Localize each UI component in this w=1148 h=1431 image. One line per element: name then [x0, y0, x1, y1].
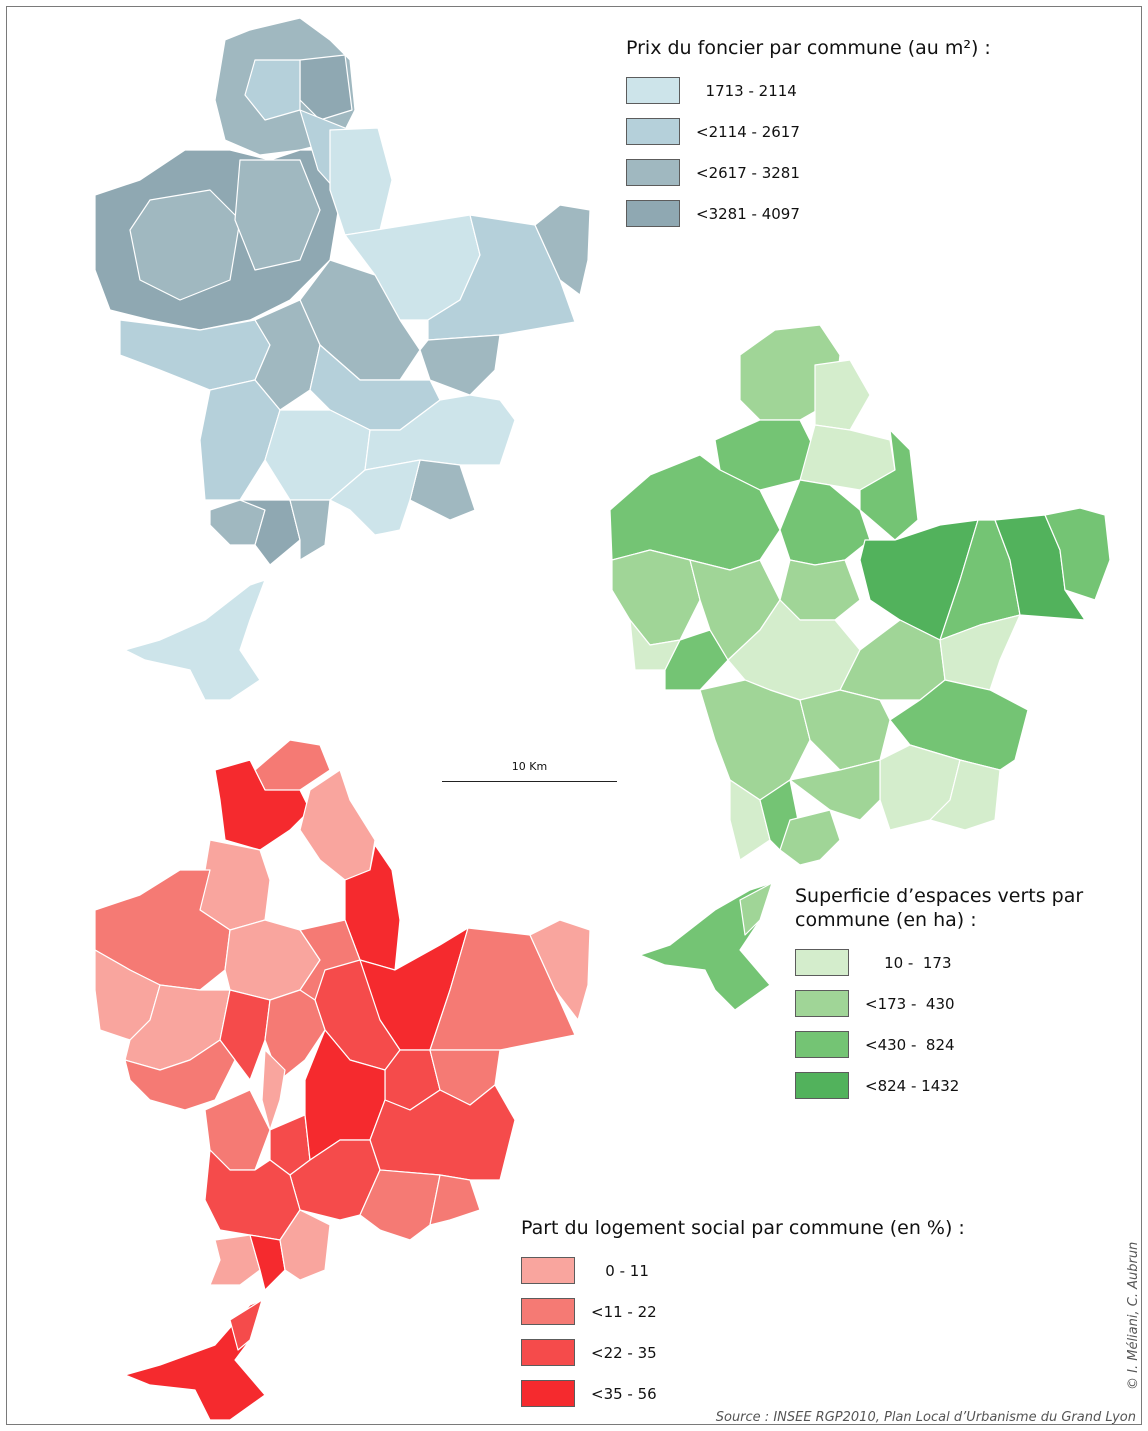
- scale-line: [442, 781, 617, 782]
- green-space-legend-title-line-2: commune (en ha) :: [795, 909, 977, 931]
- legend-class-3: <2617 - 3281: [626, 152, 991, 193]
- legend-range: <824 - 1432: [865, 1076, 960, 1095]
- commune-area: [279, 1209, 331, 1281]
- social-housing-legend-title: Part du logement social par commune (en …: [521, 1217, 965, 1239]
- legend-class-1: 10 - 173: [795, 942, 1083, 983]
- commune-area: [249, 1234, 286, 1291]
- commune-area: [124, 579, 266, 701]
- commune-area: [299, 769, 376, 881]
- legend-range: 10 - 173: [865, 953, 952, 972]
- commune-area: [889, 679, 1029, 771]
- legend-swatch: [795, 1031, 849, 1058]
- green-space-legend-title-line-1: Superficie d’espaces verts par: [795, 885, 1084, 907]
- commune-area: [244, 59, 301, 121]
- legend-class-4: <3281 - 4097: [626, 193, 991, 234]
- commune-area: [264, 989, 326, 1081]
- commune-area: [611, 549, 701, 646]
- commune-area: [699, 679, 811, 801]
- legend-swatch: [626, 159, 680, 186]
- commune-area: [859, 429, 919, 541]
- commune-area: [124, 1039, 236, 1111]
- legend-swatch: [626, 77, 680, 104]
- commune-area: [779, 479, 871, 566]
- commune-area: [329, 459, 421, 536]
- commune-area: [534, 204, 591, 296]
- commune-area: [119, 319, 271, 391]
- social-housing-legend: Part du logement social par commune (en …: [521, 1216, 965, 1414]
- commune-area: [739, 882, 773, 936]
- commune-area: [214, 759, 311, 851]
- legend-range: <3281 - 4097: [696, 204, 800, 223]
- commune-area: [329, 127, 393, 236]
- commune-area: [929, 759, 1001, 831]
- green-space-legend-title: Superficie d’espaces verts par commune (…: [795, 884, 1083, 932]
- map-frame: [6, 6, 1142, 1425]
- legend-class-2: <11 - 22: [521, 1291, 965, 1332]
- legend-range: <11 - 22: [591, 1302, 657, 1321]
- commune-area: [409, 459, 476, 521]
- legend-swatch: [521, 1339, 575, 1366]
- scale-label: 10 Km: [511, 760, 548, 773]
- commune-area: [429, 1174, 481, 1226]
- commune-area: [234, 159, 321, 271]
- legend-class-4: <35 - 56: [521, 1373, 965, 1414]
- legend-class-3: <430 - 824: [795, 1024, 1083, 1065]
- land-price-legend-title: Prix du foncier par commune (au m²) :: [626, 37, 991, 59]
- commune-area: [289, 499, 331, 561]
- commune-area: [254, 299, 321, 411]
- legend-class-1: 1713 - 2114: [626, 70, 991, 111]
- commune-area: [199, 379, 281, 501]
- land-price-legend: Prix du foncier par commune (au m²) : 17…: [626, 36, 991, 234]
- commune-area: [1044, 507, 1111, 601]
- source-note: Source : INSEE RGP2010, Plan Local d’Urb…: [715, 1410, 1136, 1425]
- green-space-legend: Superficie d’espaces verts par commune (…: [795, 884, 1083, 1106]
- commune-area: [814, 359, 871, 431]
- commune-area: [799, 689, 891, 771]
- legend-range: <35 - 56: [591, 1384, 657, 1403]
- legend-range: 0 - 11: [591, 1261, 649, 1280]
- legend-swatch: [795, 990, 849, 1017]
- commune-area: [779, 559, 861, 621]
- social-housing-map: [94, 739, 591, 1421]
- legend-range: <2114 - 2617: [696, 122, 800, 141]
- legend-class-4: <824 - 1432: [795, 1065, 1083, 1106]
- commune-area: [779, 809, 841, 866]
- legend-range: <430 - 824: [865, 1035, 955, 1054]
- commune-area: [789, 759, 881, 821]
- legend-range: <22 - 35: [591, 1343, 657, 1362]
- commune-area: [129, 189, 241, 301]
- commune-area: [261, 1049, 286, 1131]
- commune-area: [529, 919, 591, 1021]
- legend-swatch: [521, 1298, 575, 1325]
- author-credit: © I. Méliani, C. Aubrun: [1126, 1241, 1141, 1390]
- legend-class-2: <2114 - 2617: [626, 111, 991, 152]
- legend-swatch: [626, 118, 680, 145]
- legend-class-1: 0 - 11: [521, 1250, 965, 1291]
- legend-class-2: <173 - 430: [795, 983, 1083, 1024]
- legend-swatch: [626, 200, 680, 227]
- scale-bar: 10 Km: [442, 760, 617, 782]
- legend-range: <173 - 430: [865, 994, 955, 1013]
- legend-range: <2617 - 3281: [696, 163, 800, 182]
- legend-swatch: [795, 1072, 849, 1099]
- land-price-map: [94, 17, 591, 701]
- legend-swatch: [521, 1380, 575, 1407]
- legend-swatch: [795, 949, 849, 976]
- green-space-map: [609, 324, 1111, 1011]
- legend-swatch: [521, 1257, 575, 1284]
- legend-range: 1713 - 2114: [696, 81, 797, 100]
- legend-class-3: <22 - 35: [521, 1332, 965, 1373]
- commune-area: [229, 1299, 263, 1351]
